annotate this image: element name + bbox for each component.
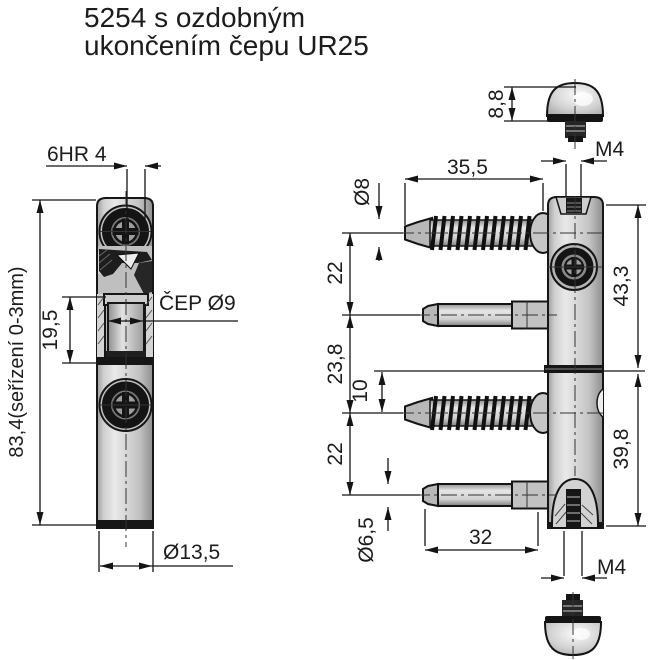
left-pin-cutaway: [97, 293, 153, 358]
dimension-arrowheads: [36, 87, 642, 582]
right-edge-notch: [596, 388, 604, 418]
left-view-side-profile: [96, 197, 154, 529]
label-cap-height: 8,8: [485, 89, 508, 118]
label-cep-pin: ČEP Ø9: [159, 292, 236, 315]
title-line-2: ukončením čepu UR25: [84, 30, 369, 61]
label-pin-length: 32: [469, 526, 492, 549]
label-joint-offset: 10: [349, 379, 372, 402]
label-pin-visible-length: 19,5: [39, 310, 62, 351]
label-screw-diameter: Ø8: [351, 178, 374, 206]
decorative-cap-bottom: [543, 594, 603, 657]
left-bottom-band: [97, 520, 153, 528]
label-overall-height: 83,4(seřízení 0-3mm): [6, 266, 28, 457]
top-m4-thread-stub: [554, 196, 593, 215]
label-pin-diameter: Ø6,5: [355, 517, 378, 563]
dimension-labels: 6HR 4 83,4(seřízení 0-3mm) 19,5 ČEP Ø9 Ø…: [6, 89, 633, 579]
drawing-title: 5254 s ozdobným ukončením čepu UR25: [84, 2, 369, 61]
label-screw-length: 35,5: [447, 156, 488, 179]
label-spacing-bottom: 22: [324, 442, 347, 465]
right-view-front: [404, 81, 605, 657]
label-spacing-top: 22: [324, 261, 347, 284]
mechanism-hatching: [98, 249, 113, 271]
pin-wall-hatching: [97, 296, 153, 345]
arch-hatching: [554, 503, 594, 525]
label-lower-leaf-length: 39,8: [610, 429, 633, 470]
left-adjustment-mechanism-cutaway: [98, 246, 152, 296]
label-upper-leaf-length: 43,3: [610, 266, 633, 307]
left-hinge-joint-band: [97, 357, 153, 365]
title-line-1: 5254 s ozdobným: [84, 2, 305, 33]
label-body-diameter: Ø13,5: [163, 541, 220, 564]
centerlines: [100, 79, 604, 659]
right-hinge-joint-band: [544, 365, 603, 373]
label-hex-socket: 6HR 4: [47, 143, 107, 166]
label-m4-top: M4: [595, 138, 624, 161]
bottom-m4-cutaway: [551, 477, 599, 529]
label-m4-bottom: M4: [597, 556, 626, 579]
label-spacing-middle: 23,8: [324, 344, 347, 385]
